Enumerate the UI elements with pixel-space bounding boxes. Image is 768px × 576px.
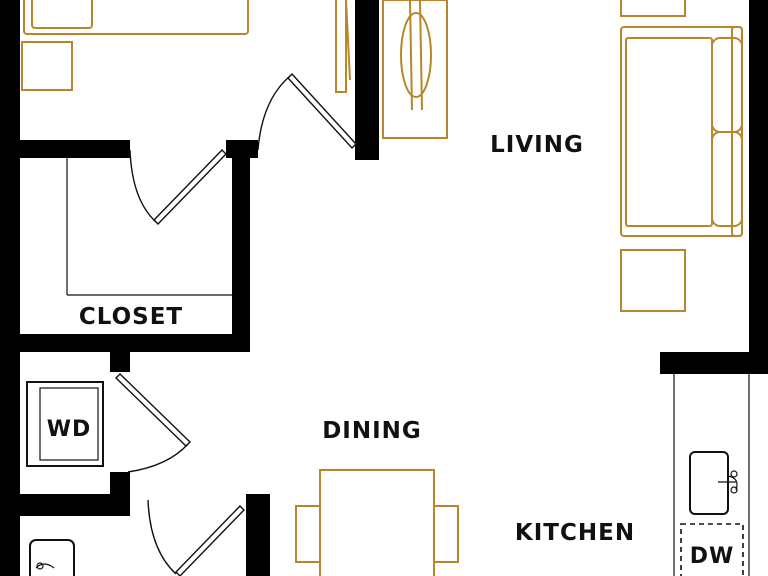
room-label-living: LIVING: [490, 132, 584, 158]
closet-shelf: [66, 158, 232, 296]
washer-dryer: WD: [26, 381, 104, 467]
left-wall-upper: [0, 0, 20, 576]
kitchen-counter: [673, 374, 750, 576]
wall-closet-top-left: [0, 140, 130, 158]
dishwasher: DW: [680, 523, 744, 576]
side-table-top: [620, 0, 686, 17]
dining-chair-left: [295, 505, 321, 563]
wall-bath-top: [0, 494, 130, 516]
kitchen-sink: [689, 451, 738, 515]
laundry-door[interactable]: [115, 373, 191, 473]
side-table-bottom: [620, 249, 686, 312]
sofa: [620, 26, 743, 237]
bath-door[interactable]: [147, 499, 245, 576]
dining-table: [319, 469, 435, 576]
bedroom-furniture: [21, 0, 351, 93]
bedroom-door[interactable]: [257, 72, 357, 151]
media-console: [382, 0, 448, 139]
nightstand: [21, 41, 73, 91]
living-furniture: [382, 0, 743, 312]
bed: [23, 0, 249, 35]
room-label-closet: CLOSET: [79, 304, 183, 330]
dresser-edge: [335, 0, 351, 93]
wall-laundry-bottom-stub: [110, 472, 130, 496]
dining-furniture: [295, 469, 459, 576]
room-label-kitchen: KITCHEN: [515, 520, 635, 546]
right-wall: [749, 0, 768, 360]
dining-chair-right: [433, 505, 459, 563]
washer-dryer-label: WD: [47, 417, 92, 442]
bath-sink: [29, 539, 75, 576]
dishwasher-label: DW: [690, 544, 735, 569]
doors: [115, 72, 357, 576]
wall-bath-right: [246, 494, 270, 576]
room-label-dining: DINING: [322, 418, 422, 444]
closet-door[interactable]: [129, 149, 227, 225]
wall-bedroom-divider: [355, 0, 379, 160]
wall-closet-right: [232, 140, 250, 350]
wall-laundry-top-stub: [110, 352, 130, 372]
wall-kitchen-top: [660, 352, 768, 374]
wall-closet-bottom: [0, 334, 250, 352]
